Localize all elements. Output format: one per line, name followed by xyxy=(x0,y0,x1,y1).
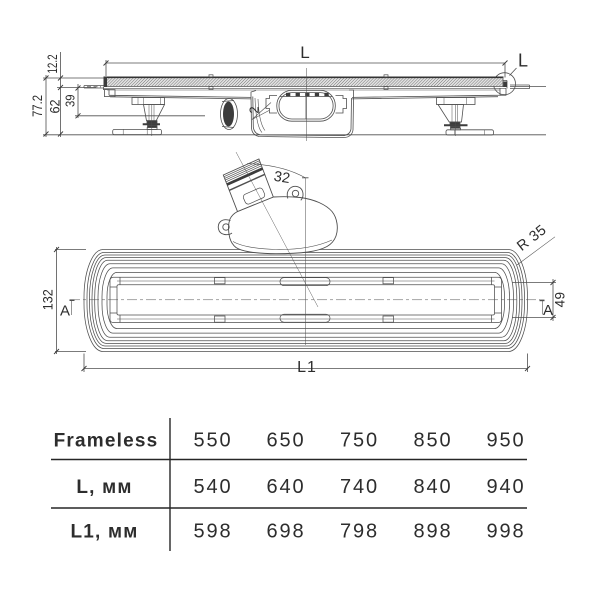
svg-text:540: 540 xyxy=(193,476,232,498)
svg-text:598: 598 xyxy=(193,521,232,543)
svg-text:Frameless: Frameless xyxy=(54,431,159,452)
svg-text:550: 550 xyxy=(193,430,232,452)
svg-text:L, мм: L, мм xyxy=(76,477,132,498)
svg-text:898: 898 xyxy=(413,521,452,543)
svg-text:77.2: 77.2 xyxy=(30,95,45,117)
svg-text:798: 798 xyxy=(340,521,379,543)
svg-text:740: 740 xyxy=(340,476,379,498)
svg-text:2: 2 xyxy=(247,106,262,113)
svg-text:A: A xyxy=(543,302,553,319)
svg-text:650: 650 xyxy=(266,430,305,452)
svg-text:132: 132 xyxy=(41,289,56,310)
svg-text:L1, мм: L1, мм xyxy=(70,522,138,543)
svg-text:950: 950 xyxy=(486,430,525,452)
svg-text:640: 640 xyxy=(266,476,305,498)
svg-text:A: A xyxy=(60,302,70,319)
svg-text:L: L xyxy=(518,51,528,71)
svg-text:850: 850 xyxy=(413,430,452,452)
svg-text:L1: L1 xyxy=(297,359,317,376)
svg-text:12.2: 12.2 xyxy=(45,55,60,74)
svg-text:840: 840 xyxy=(413,476,452,498)
svg-text:62: 62 xyxy=(48,100,63,114)
svg-text:39: 39 xyxy=(64,95,78,108)
svg-text:998: 998 xyxy=(486,521,525,543)
svg-text:750: 750 xyxy=(340,430,379,452)
svg-text:698: 698 xyxy=(266,521,305,543)
svg-text:32: 32 xyxy=(273,169,291,187)
svg-text:940: 940 xyxy=(486,476,525,498)
svg-text:49: 49 xyxy=(553,292,568,308)
svg-text:L: L xyxy=(300,43,309,62)
